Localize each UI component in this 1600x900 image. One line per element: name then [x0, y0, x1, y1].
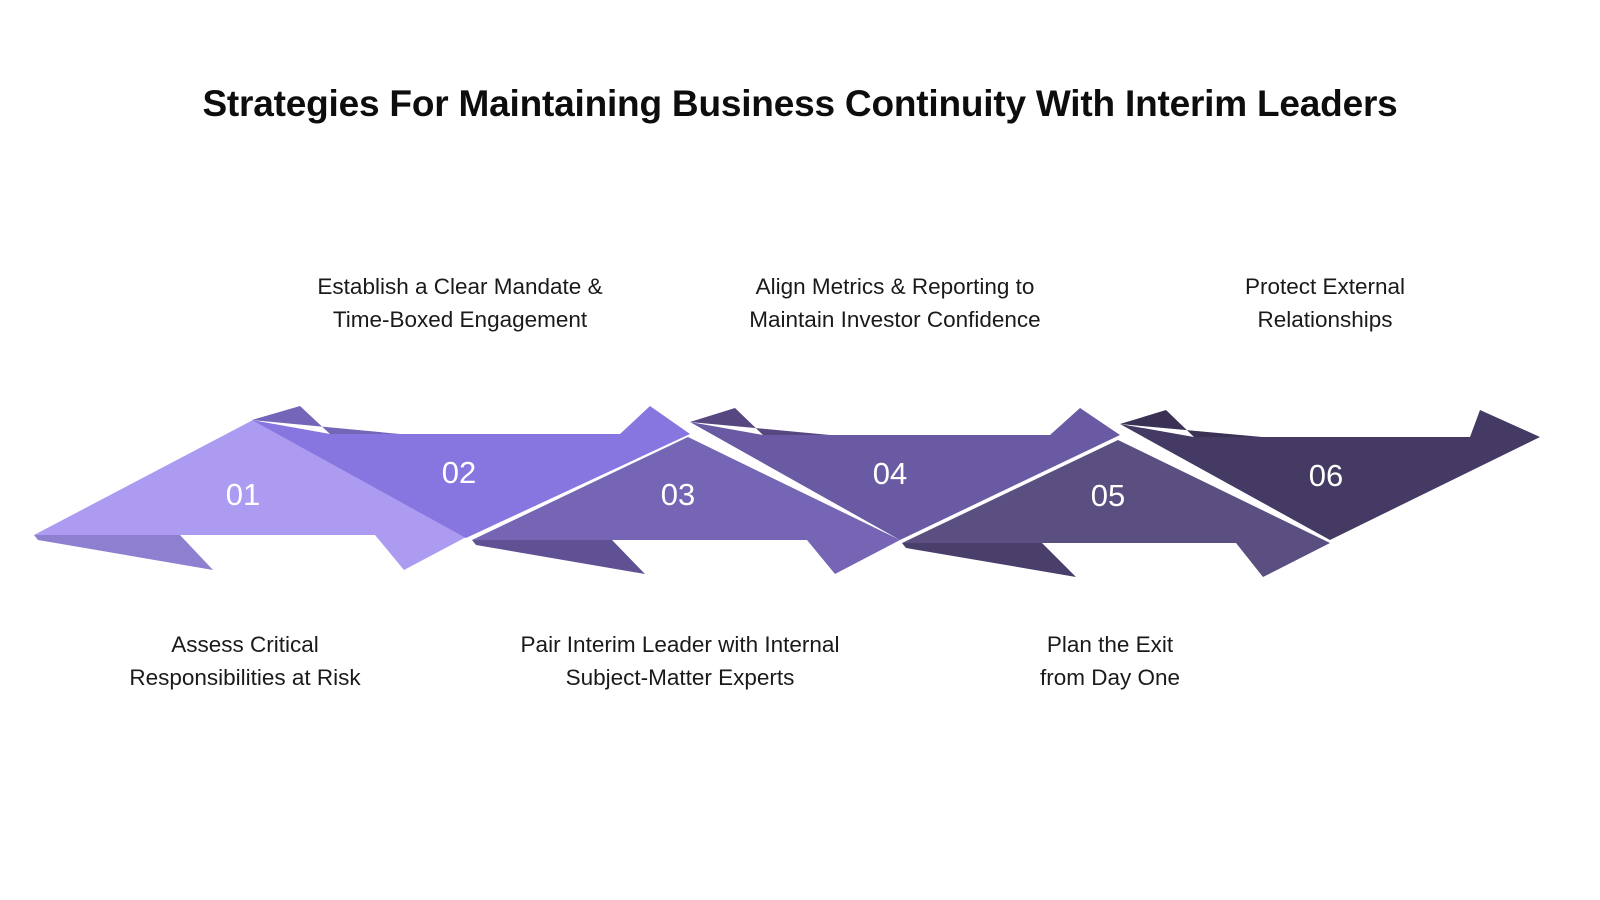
step-number-02: 02: [442, 455, 476, 490]
step-arrow-06[interactable]: 06: [1120, 410, 1540, 540]
step-arrow-06-body: [1120, 410, 1540, 540]
step-number-06: 06: [1309, 458, 1343, 493]
step-arrow-02-tail: [252, 406, 400, 434]
step-number-04: 04: [873, 456, 907, 491]
step-arrow-06-tail: [1120, 410, 1262, 437]
step-label-04-line2: Maintain Investor Confidence: [749, 307, 1041, 332]
step-label-06-line2: Relationships: [1257, 307, 1393, 332]
step-label-02-line2: Time-Boxed Engagement: [332, 307, 588, 332]
step-number-05: 05: [1091, 478, 1125, 513]
step-arrow-04[interactable]: 04: [690, 408, 1120, 540]
step-label-02-line1: Establish a Clear Mandate &: [317, 274, 603, 299]
page-title: Strategies For Maintaining Business Cont…: [202, 83, 1398, 124]
step-number-01: 01: [226, 477, 260, 512]
step-label-06: Protect External Relationships: [1155, 270, 1495, 336]
step-arrow-02[interactable]: 02: [252, 406, 690, 538]
step-arrow-04-body: [690, 408, 1120, 540]
step-label-03-line1: Pair Interim Leader with Internal: [520, 632, 840, 657]
step-label-03-line2: Subject-Matter Experts: [565, 665, 795, 690]
step-label-06-line1: Protect External: [1244, 274, 1406, 299]
step-arrow-05-body: [902, 440, 1330, 577]
step-label-05-line1: Plan the Exit: [1046, 632, 1174, 657]
step-arrow-01-tail: [34, 535, 213, 570]
step-label-05: Plan the Exit from Day One: [935, 628, 1285, 694]
step-arrow-05-tail: [902, 543, 1076, 577]
step-label-04: Align Metrics & Reporting to Maintain In…: [685, 270, 1105, 336]
step-arrow-03-body: [472, 437, 900, 574]
step-arrow-01[interactable]: 01: [34, 420, 470, 570]
step-arrow-05[interactable]: 05: [902, 440, 1330, 577]
step-arrow-01-body: [34, 420, 470, 570]
step-label-02: Establish a Clear Mandate & Time-Boxed E…: [255, 270, 665, 336]
step-label-01: Assess Critical Responsibilities at Risk: [55, 628, 435, 694]
step-number-03: 03: [661, 477, 695, 512]
step-label-04-line1: Align Metrics & Reporting to: [755, 274, 1035, 299]
step-arrow-03[interactable]: 03: [472, 437, 900, 574]
step-arrow-02-body: [252, 406, 690, 538]
step-label-01-line1: Assess Critical: [171, 632, 319, 657]
step-label-01-line2: Responsibilities at Risk: [129, 665, 361, 690]
step-arrow-03-tail: [472, 540, 645, 574]
step-arrow-04-tail: [690, 408, 830, 435]
step-label-03: Pair Interim Leader with Internal Subjec…: [450, 628, 910, 694]
step-label-05-line2: from Day One: [1039, 665, 1181, 690]
